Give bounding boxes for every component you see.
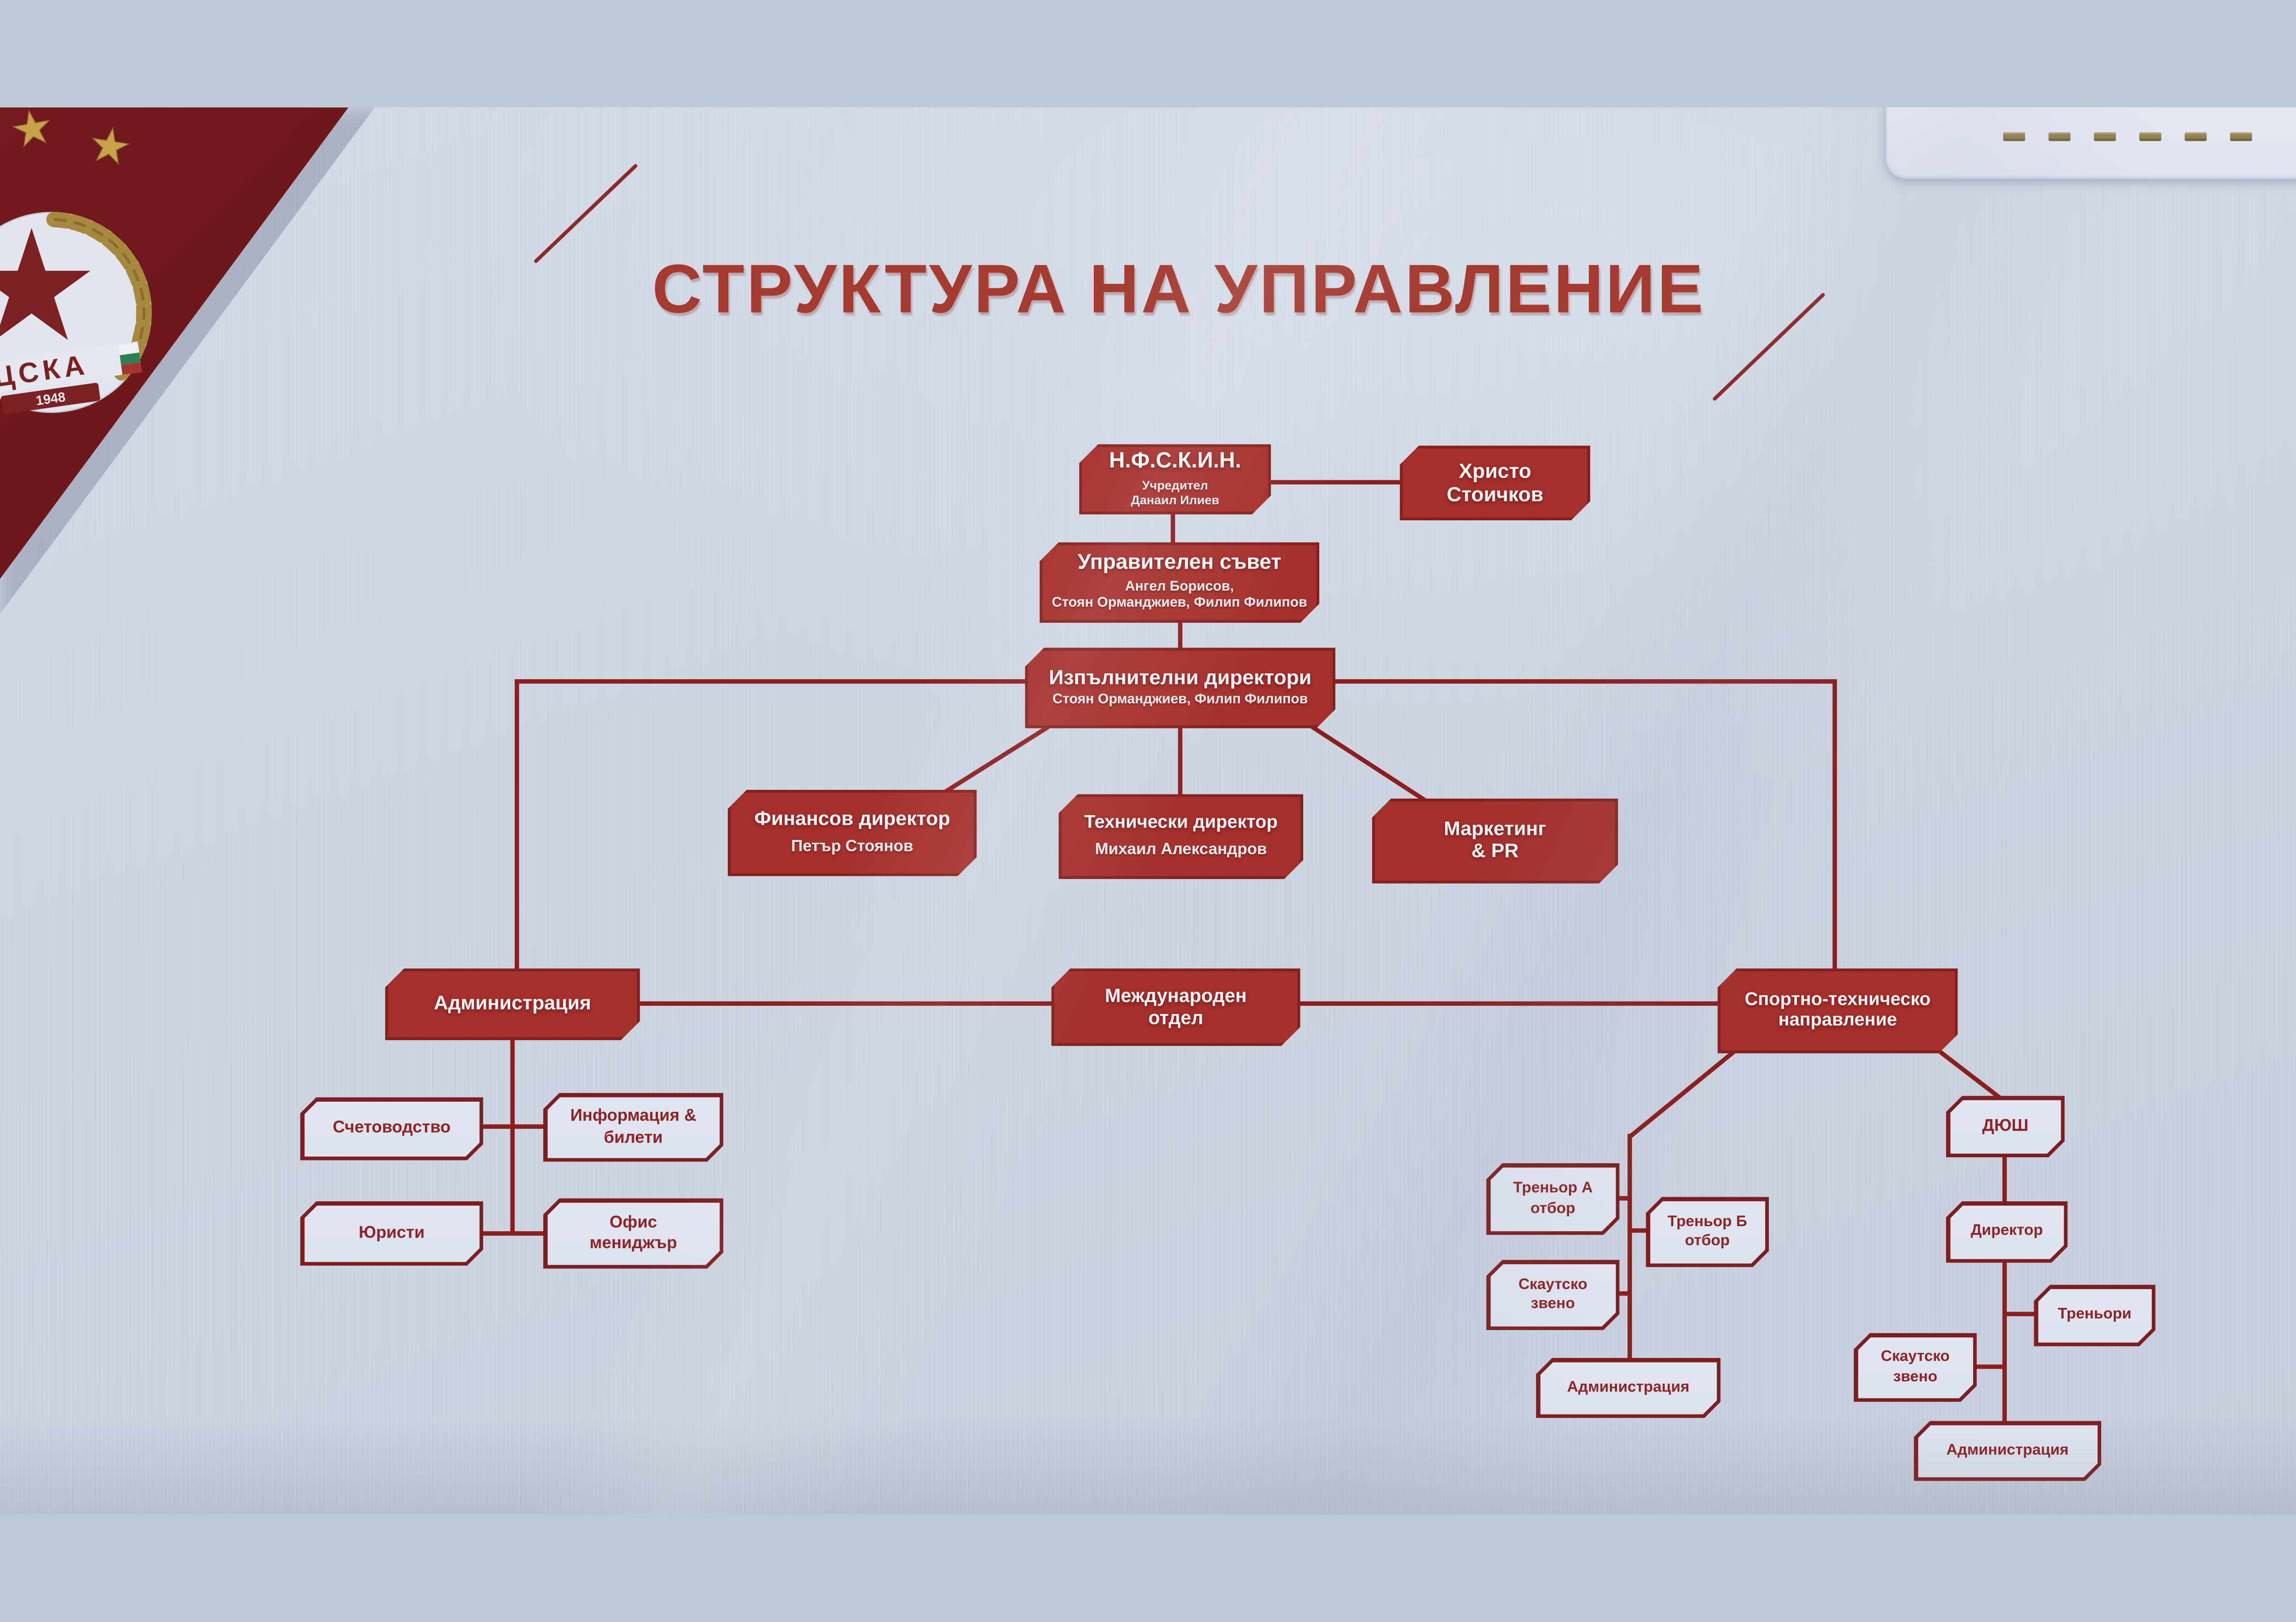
- red-star-icon: [0, 228, 90, 340]
- org-box-office-manager-name: Офис мениджър: [589, 1214, 677, 1253]
- org-box-sports-administration-name: Администрация: [1567, 1378, 1690, 1396]
- org-box-coach-team-b-name: Треньор Б отбор: [1667, 1212, 1747, 1250]
- org-box-youth-coaches: Треньори: [2034, 1285, 2155, 1346]
- org-box-tickets-info-name: Информация & билети: [570, 1108, 697, 1147]
- vent-dash: [2003, 132, 2026, 141]
- org-box-youth-coaches-name: Треньори: [2058, 1306, 2132, 1324]
- org-box-board-name: Управителен съвет: [1077, 550, 1282, 574]
- org-box-youth-scouting: Скаутско звено: [1854, 1333, 1977, 1402]
- org-box-executive-directors: Изпълнителни директори Стоян Орманджиев,…: [1025, 648, 1335, 728]
- org-box-coach-team-a-name: Треньор А отбор: [1513, 1180, 1593, 1217]
- vent-dash: [2048, 132, 2071, 141]
- page-title: СТРУКТУРА НА УПРАВЛЕНИЕ: [652, 249, 1705, 327]
- org-box-honorary: Христо Стоичков: [1400, 445, 1590, 520]
- gold-stars-icon: [11, 109, 130, 165]
- connector-lines: [482, 164, 2036, 1425]
- connector: [1628, 1050, 1735, 1139]
- cska-club-emblem: ЦСКА 1948: [0, 212, 152, 414]
- org-box-technical-director-name: Технически директор: [1084, 811, 1278, 832]
- org-box-youth-administration: Администрация: [1914, 1421, 2101, 1481]
- org-box-executive-directors-members: Стоян Орманджиев, Филип Филипов: [1052, 692, 1308, 708]
- connector: [940, 725, 1050, 796]
- club-name-band: ЦСКА 1948: [0, 341, 142, 414]
- org-box-executive-directors-name: Изпълнителни директори: [1049, 665, 1312, 689]
- org-box-founder: Н.Ф.С.К.И.Н. Учредител Данаил Илиев: [1079, 444, 1271, 514]
- org-box-youth-director: Директор: [1946, 1201, 2068, 1263]
- wall-plate-vents: [2003, 132, 2252, 141]
- org-box-honorary-name: Христо Стоичков: [1446, 459, 1544, 505]
- org-box-tickets-info: Информация & билети: [543, 1093, 723, 1162]
- org-box-lawyers: Юристи: [300, 1201, 484, 1266]
- gold-star-icon: [91, 126, 130, 165]
- connector: [1311, 725, 1430, 805]
- org-box-youth-director-name: Директор: [1970, 1222, 2043, 1240]
- org-box-lawyers-name: Юристи: [359, 1224, 425, 1242]
- org-box-technical-director: Технически директор Михаил Александров: [1058, 794, 1303, 879]
- org-box-board-members: Стоян Орманджиев, Филип Филипов: [1052, 596, 1307, 612]
- org-box-scouting-unit-name: Скаутско звено: [1518, 1276, 1587, 1313]
- title-slash-decoration: [534, 164, 637, 263]
- vent-dash: [2184, 132, 2207, 141]
- org-box-accounting-name: Счетоводство: [332, 1120, 451, 1138]
- org-box-financial-director-person: Петър Стоянов: [791, 837, 913, 855]
- org-box-administration-name: Администрация: [433, 992, 591, 1014]
- org-box-youth-administration-name: Администрация: [1946, 1441, 2069, 1459]
- wall-plate: [1886, 107, 2296, 180]
- org-box-founder-person: Данаил Илиев: [1131, 493, 1220, 508]
- connector: [1939, 1050, 2005, 1102]
- vent-dash: [2093, 132, 2116, 141]
- org-box-accounting: Счетоводство: [300, 1097, 484, 1160]
- org-box-youth-scouting-name: Скаутско звено: [1880, 1348, 1950, 1385]
- org-box-international-department-name: Международен отдел: [1105, 985, 1247, 1028]
- vent-dash: [2230, 132, 2252, 141]
- org-box-sports-technical: Спортно-техническо направление: [1717, 969, 1958, 1053]
- org-box-youth-academy: ДЮШ: [1946, 1096, 2065, 1157]
- org-box-sports-technical-name: Спортно-техническо направление: [1745, 989, 1931, 1030]
- org-box-marketing-pr: Маркетинг & PR: [1372, 799, 1618, 884]
- org-box-marketing-pr-name: Маркетинг & PR: [1444, 817, 1547, 862]
- org-box-founder-role: Учредител: [1142, 477, 1208, 492]
- org-box-financial-director-name: Финансов директор: [754, 807, 951, 829]
- org-box-financial-director: Финансов директор Петър Стоянов: [728, 790, 977, 876]
- org-box-coach-team-a: Треньор А отбор: [1486, 1163, 1620, 1235]
- org-box-technical-director-person: Михаил Александров: [1095, 840, 1267, 858]
- management-structure-poster: ЦСКА 1948 СТРУКТУРА НА УПРАВЛЕНИЕ: [0, 107, 2296, 1515]
- org-box-office-manager: Офис мениджър: [543, 1198, 723, 1268]
- org-box-scouting-unit: Скаутско звено: [1486, 1260, 1620, 1330]
- title-slash-decoration: [1713, 293, 1825, 401]
- vent-dash: [2139, 132, 2161, 141]
- org-box-coach-team-b: Треньор Б отбор: [1646, 1197, 1769, 1267]
- org-box-international-department: Международен отдел: [1052, 969, 1300, 1046]
- org-box-board-members: Ангел Борисов,: [1125, 578, 1234, 595]
- org-box-founder-name: Н.Ф.С.К.И.Н.: [1109, 449, 1241, 474]
- gold-star-icon: [11, 109, 51, 148]
- org-box-youth-academy-name: ДЮШ: [1982, 1117, 2029, 1135]
- org-box-administration: Администрация: [385, 969, 640, 1040]
- org-box-board: Управителен съвет Ангел Борисов, Стоян О…: [1040, 542, 1319, 623]
- org-box-sports-administration: Администрация: [1536, 1358, 1721, 1418]
